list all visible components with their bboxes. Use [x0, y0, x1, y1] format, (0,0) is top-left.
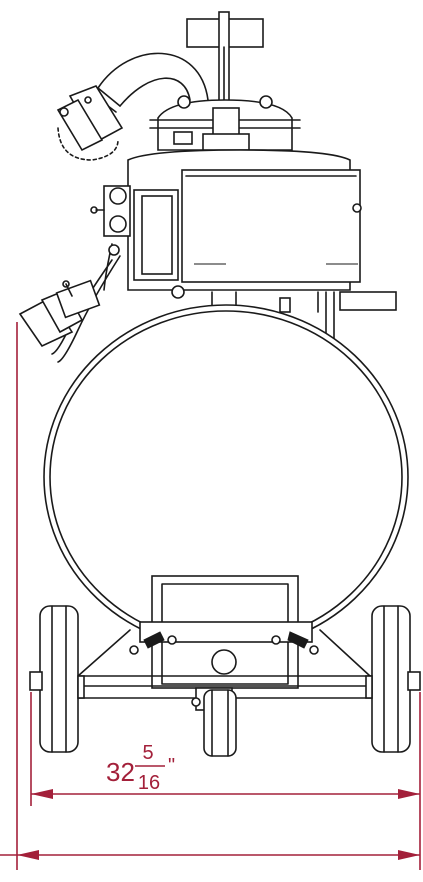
dimension-label: 32 5 16 "	[106, 742, 175, 794]
dimension-numerator: 5	[142, 742, 153, 764]
caster-wheel	[191, 687, 237, 757]
left-wheel	[29, 605, 85, 753]
dimension-whole: 32	[106, 757, 135, 787]
dimension-denominator: 16	[138, 772, 160, 794]
overall-width-dimension-line	[0, 850, 420, 860]
dimension-unit: "	[168, 755, 175, 777]
support-frame	[211, 291, 397, 341]
wheel-width-dimension-line	[31, 789, 420, 799]
extension-lines	[16, 322, 421, 870]
housing	[127, 149, 362, 299]
left-valve	[90, 185, 131, 291]
hose-coupler	[56, 85, 124, 161]
right-wheel	[365, 605, 421, 753]
top-handle	[186, 11, 264, 109]
lower-bracket	[129, 575, 319, 689]
discharge-fitting	[18, 279, 101, 348]
